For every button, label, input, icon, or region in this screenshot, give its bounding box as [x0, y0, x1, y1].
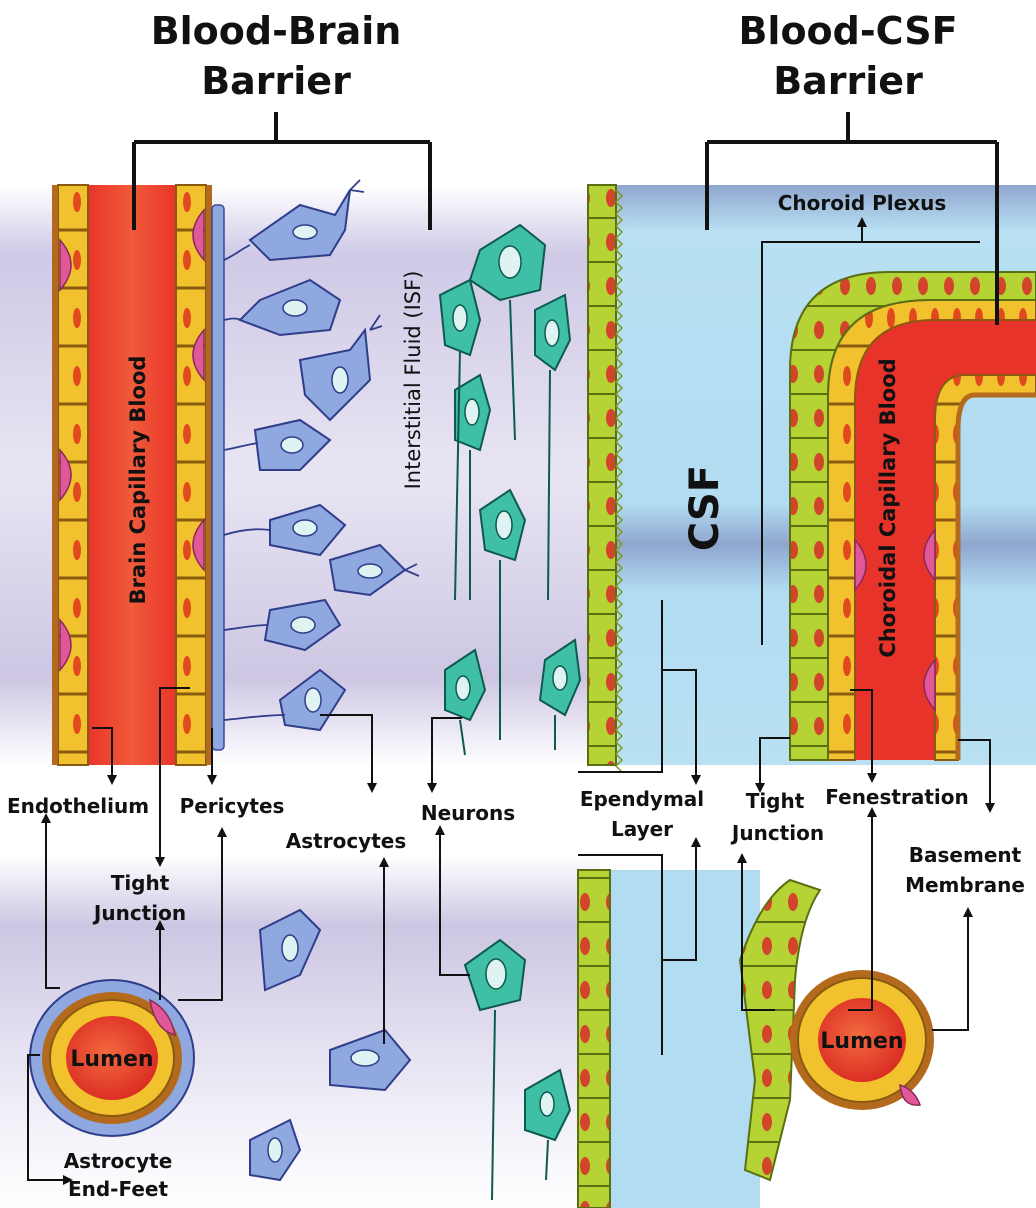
neurons-label: Neurons [421, 801, 515, 825]
bbb-title-line2: Barrier [201, 59, 351, 103]
bcsf-title-line1: Blood-CSF [738, 9, 957, 53]
interstitial-fluid-label: Interstitial Fluid (ISF) [401, 271, 425, 490]
ependymal-label-line1: Ependymal [580, 787, 704, 811]
basement-right [206, 185, 212, 765]
astrocyte-endfeet-strip [212, 205, 224, 750]
ependymal-label-line2: Layer [611, 817, 673, 841]
endothelium-wall-right [176, 185, 206, 765]
fenestration-label: Fenestration [825, 785, 968, 809]
astrocyte-endfeet-line2: End-Feet [68, 1177, 168, 1201]
csf-label: CSF [682, 465, 728, 551]
bcsf-title-line2: Barrier [773, 59, 923, 103]
tight-junction-left-line1: Tight [111, 871, 170, 895]
brain-capillary-blood-label: Brain Capillary Blood [126, 356, 150, 605]
bbb-title-line1: Blood-Brain [151, 9, 402, 53]
astrocyte-endfeet-line1: Astrocyte [64, 1149, 173, 1173]
choroid-plexus-label: Choroid Plexus [778, 191, 947, 215]
pericytes-label: Pericytes [180, 794, 285, 818]
choroidal-capillary-blood-label: Choroidal Capillary Blood [876, 358, 900, 657]
endothelium-label: Endothelium [7, 794, 149, 818]
ependymal-layer-bottom [578, 870, 610, 1208]
lumen-left-label: Lumen [70, 1047, 153, 1072]
astrocytes-label: Astrocytes [286, 829, 406, 853]
lumen-right-label: Lumen [820, 1029, 903, 1054]
basement-left [52, 185, 58, 765]
csf-region-bottom [610, 870, 760, 1208]
tight-junction-left-line2: Junction [92, 901, 186, 925]
basement-membrane-line1: Basement [909, 843, 1022, 867]
tight-junction-right-line1: Tight [746, 789, 805, 813]
basement-membrane-line2: Membrane [905, 873, 1025, 897]
tight-junction-right-line2: Junction [730, 821, 824, 845]
ependymal-layer-top [588, 185, 616, 765]
